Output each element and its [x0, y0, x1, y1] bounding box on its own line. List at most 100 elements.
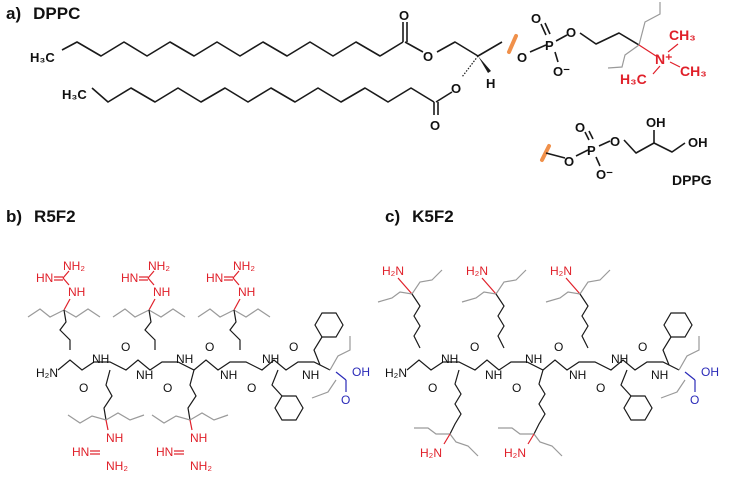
- side-chain: [449, 369, 462, 435]
- side-chain: [229, 309, 241, 350]
- k5f2-cterm-gray-down: [660, 379, 686, 399]
- dppc-cut-marker: [507, 34, 518, 54]
- guanidino-nh-bond: [63, 298, 71, 311]
- k5f2-nh-1: NH: [441, 352, 458, 366]
- r5f2-o-6: O: [289, 340, 298, 354]
- k5f2-phe-down: [620, 369, 653, 421]
- guanidino-nh: NH: [153, 285, 170, 299]
- side-chain: [495, 293, 505, 349]
- dppc-ester1-bond: [404, 41, 424, 53]
- k5f2-cooh-bond: [684, 371, 696, 381]
- k5f2-cooh-oh: OH: [701, 365, 719, 379]
- r5f2-nh-6: NH: [302, 368, 319, 382]
- r5f2-h2n: H₂N: [36, 366, 58, 380]
- panel-c-label: c)K5F2: [385, 207, 454, 227]
- dppc-phos-o2: O: [566, 25, 576, 40]
- dppc-tail2-ch3: H₃C: [62, 87, 87, 102]
- lys-amine: H₂N: [504, 446, 526, 460]
- k5f2-lys-down-2: H₂N: [498, 369, 563, 460]
- dppc-ester2-bond: [435, 91, 453, 103]
- r5f2-phe-up: [313, 312, 344, 366]
- guanidino-bond2: [62, 277, 70, 286]
- guanidino-nh-bond: [189, 419, 193, 431]
- benzene-ring-icon: [623, 395, 653, 421]
- dppc-tail1-ch3: H₃C: [30, 50, 55, 65]
- dppc-ester2-o: O: [451, 81, 461, 96]
- panel-a-title: DPPC: [33, 4, 81, 23]
- dppc-hash-bond: [461, 55, 479, 78]
- dppc-p-o-double: [540, 23, 547, 36]
- k5f2-o-1: O: [428, 381, 437, 395]
- dppg-o1: O: [564, 154, 574, 169]
- dppc-po-bond: [555, 34, 568, 42]
- dppc-ester1-o: O: [423, 49, 433, 64]
- guanidino-nh2: NH₂: [148, 259, 170, 273]
- dppc-p: P: [545, 38, 554, 53]
- r5f2-nh-2: NH: [136, 368, 153, 382]
- panel-b-title: R5F2: [34, 207, 76, 226]
- guanidino-bond2: [147, 277, 155, 286]
- benzene-ring-icon: [274, 395, 304, 421]
- side-chain: [411, 293, 421, 349]
- dppc-h: H: [486, 76, 495, 91]
- r5f2-arg-up-3: NH₂ HN NH: [197, 259, 271, 350]
- r5f2-structure: NH₂ HN NH NH₂ HN NH NH₂ HN: [27, 259, 370, 473]
- dppc-c2-o: O: [430, 118, 440, 133]
- dppg-o2: O: [610, 134, 620, 149]
- panel-a-letter: a): [6, 4, 22, 23]
- k5f2-o-3: O: [512, 381, 521, 395]
- k5f2-o-4: O: [554, 340, 563, 354]
- r5f2-arg-down-1: NH HN NH₂: [67, 369, 145, 473]
- k5f2-nh-2: NH: [485, 368, 502, 382]
- dppc-p-ominus: O⁻: [553, 64, 570, 79]
- panel-a-label: a) DPPC: [6, 4, 80, 24]
- side-chain: [59, 309, 71, 350]
- lys-cn-bond: [397, 277, 413, 295]
- r5f2-nh-3: NH: [176, 352, 193, 366]
- k5f2-o-6: O: [638, 340, 647, 354]
- lys-amine: H₂N: [382, 264, 404, 278]
- dppc-c1-o: O: [399, 8, 409, 23]
- r5f2-o-1: O: [79, 381, 88, 395]
- dppc-ch3-left: H₃C: [620, 71, 647, 87]
- guanidino-hn: HN: [121, 271, 138, 285]
- dppc-glycerol: [436, 41, 503, 57]
- side-chain: [579, 293, 589, 349]
- k5f2-cterm-gray-up: [678, 336, 700, 371]
- dppg-name: DPPG: [672, 172, 712, 188]
- phe-ch2: [271, 369, 283, 397]
- dppc-tail1: [61, 41, 404, 57]
- r5f2-nh-4: NH: [220, 368, 237, 382]
- dppc-n-plus: N⁺: [655, 51, 673, 67]
- dppc-tail2: [91, 87, 435, 103]
- guanidino-nh2: NH₂: [190, 459, 212, 473]
- dppc-choline-chain: [579, 32, 640, 46]
- lys-cn-bond: [443, 433, 451, 445]
- dppc-n-ch3-right-bond: [669, 61, 681, 68]
- guanidino-nh2: NH₂: [106, 459, 128, 473]
- phe-ch2: [662, 336, 672, 366]
- k5f2-lys-down-1: H₂N: [414, 369, 479, 460]
- k5f2-o-5: O: [596, 381, 605, 395]
- guanidino-nh-bond: [105, 419, 109, 431]
- k5f2-lys-up-3: H₂N: [545, 264, 611, 349]
- guanidino-bond: [232, 270, 240, 279]
- r5f2-cooh-o: O: [341, 393, 350, 407]
- k5f2-cooh-o: O: [690, 393, 699, 407]
- guanidino-nh2: NH₂: [233, 259, 255, 273]
- guanidino-hn: HN: [72, 445, 89, 459]
- side-chain: [103, 369, 113, 421]
- k5f2-nh-3: NH: [525, 352, 542, 366]
- phe-ch2: [313, 336, 323, 366]
- dppg-o-minus: O⁻: [596, 167, 613, 182]
- k5f2-structure: H₂N H₂N H₂N H₂N NH NH NH NH NH NH O O O …: [377, 264, 719, 460]
- panel-c-title: K5F2: [412, 207, 454, 226]
- guanidino-hn: HN: [156, 445, 173, 459]
- dppc-n-ch3-left-bond: [652, 65, 661, 75]
- r5f2-phe-down: [271, 369, 304, 421]
- side-chain: [533, 369, 546, 435]
- guanidino-hn: HN: [36, 271, 53, 285]
- phe-ch2: [620, 369, 632, 397]
- k5f2-nh-4: NH: [569, 368, 586, 382]
